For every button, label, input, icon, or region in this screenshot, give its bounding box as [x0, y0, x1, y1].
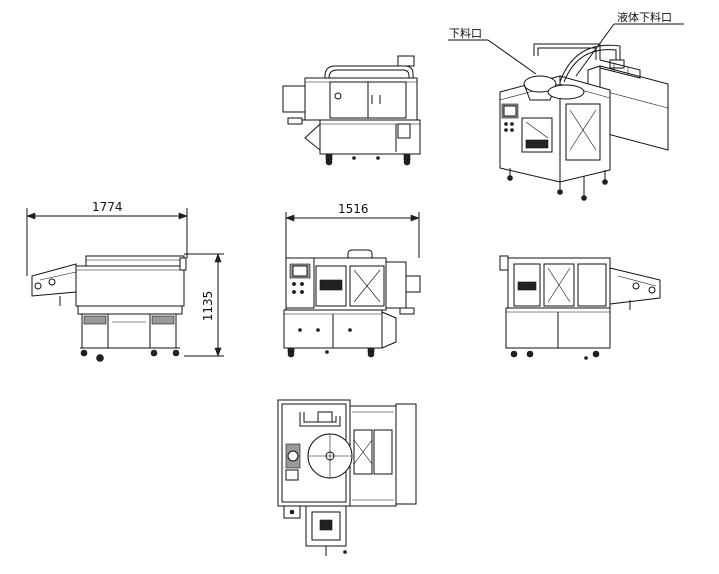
dimension-height: 1135 — [201, 291, 215, 322]
callout-leaders — [448, 23, 684, 77]
plan-view — [277, 399, 417, 556]
callout-liquid-discharge-port: 液体下料口 — [617, 10, 672, 24]
dimension-side-width: 1516 — [338, 202, 369, 216]
dimension-front-width: 1774 — [92, 200, 123, 214]
rear-elevation-view — [499, 255, 661, 360]
callout-discharge-port: 下料口 — [449, 26, 482, 40]
side-elevation-view — [282, 55, 421, 166]
isometric-view — [499, 43, 669, 201]
front-elevation-view — [26, 208, 224, 362]
end-elevation-view — [283, 212, 421, 358]
